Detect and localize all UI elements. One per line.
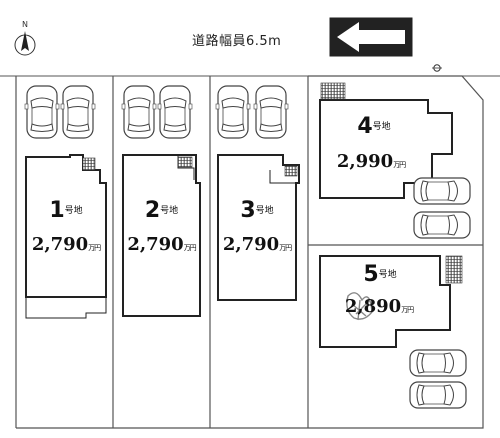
- north-label: N: [22, 20, 28, 29]
- price-value: 2,890: [344, 296, 402, 317]
- lot-suffix: 号地: [372, 122, 391, 132]
- building-lot-1: [25, 154, 107, 319]
- lot-boundaries: [15, 75, 484, 429]
- lot-suffix: 号地: [255, 206, 274, 216]
- lot-price-1: 2,790万円: [26, 234, 106, 255]
- entrance-hatch-icon: [445, 255, 463, 284]
- lot-number: 4: [357, 114, 373, 139]
- lot-number: 3: [240, 198, 256, 223]
- car-icon: [409, 381, 467, 409]
- lot-label-5: 5号地: [340, 262, 420, 287]
- entrance-hatch-icon: [320, 82, 346, 100]
- price-unit: 万円: [183, 244, 197, 252]
- lot-suffix: 号地: [160, 206, 179, 216]
- car-icon: [413, 211, 471, 239]
- lot-label-1: 1号地: [26, 198, 106, 223]
- lot-suffix: 号地: [378, 270, 397, 280]
- building-lot-4: [319, 99, 453, 199]
- lot-suffix: 号地: [64, 206, 83, 216]
- lot-label-3: 3号地: [218, 198, 296, 223]
- building-lot-5: [319, 255, 451, 348]
- tree-icon: [346, 292, 373, 321]
- lot-price-2: 2,790万円: [121, 234, 202, 255]
- price-unit: 万円: [401, 306, 414, 314]
- car-icon: [24, 85, 60, 139]
- road-width-label: 道路幅員6.5m: [192, 34, 282, 49]
- north-arrow-icon: N: [14, 20, 36, 56]
- arrow-left-icon: [329, 17, 413, 57]
- car-icon: [157, 85, 193, 139]
- lot-price-5: 2,890万円: [334, 296, 424, 317]
- price-value: 2,990: [336, 151, 394, 172]
- price-value: 2,790: [222, 234, 280, 255]
- lot-price-3: 2,790万円: [217, 234, 297, 255]
- lot-number: 2: [144, 198, 161, 223]
- entrance-hatch-icon: [177, 156, 193, 168]
- entrance-hatch-icon: [82, 157, 96, 171]
- car-icon: [121, 85, 157, 139]
- utility-pole-icon: [432, 64, 442, 72]
- price-unit: 万円: [279, 244, 292, 252]
- car-icon: [215, 85, 251, 139]
- lot-price-4: 2,990万円: [326, 151, 416, 172]
- car-icon: [253, 85, 289, 139]
- car-icon: [413, 177, 471, 205]
- price-value: 2,790: [31, 234, 89, 255]
- lot-label-4: 4号地: [334, 114, 414, 139]
- building-lot-3: [217, 154, 300, 301]
- entrance-hatch-icon: [284, 165, 298, 177]
- car-icon: [60, 85, 96, 139]
- price-unit: 万円: [393, 161, 406, 169]
- building-lot-2: [122, 154, 201, 317]
- price-unit: 万円: [88, 244, 101, 252]
- lot-number: 1: [49, 198, 65, 223]
- price-value: 2,790: [127, 234, 184, 255]
- lot-number: 5: [363, 262, 379, 287]
- car-icon: [409, 349, 467, 377]
- lot-label-2: 2号地: [123, 198, 200, 223]
